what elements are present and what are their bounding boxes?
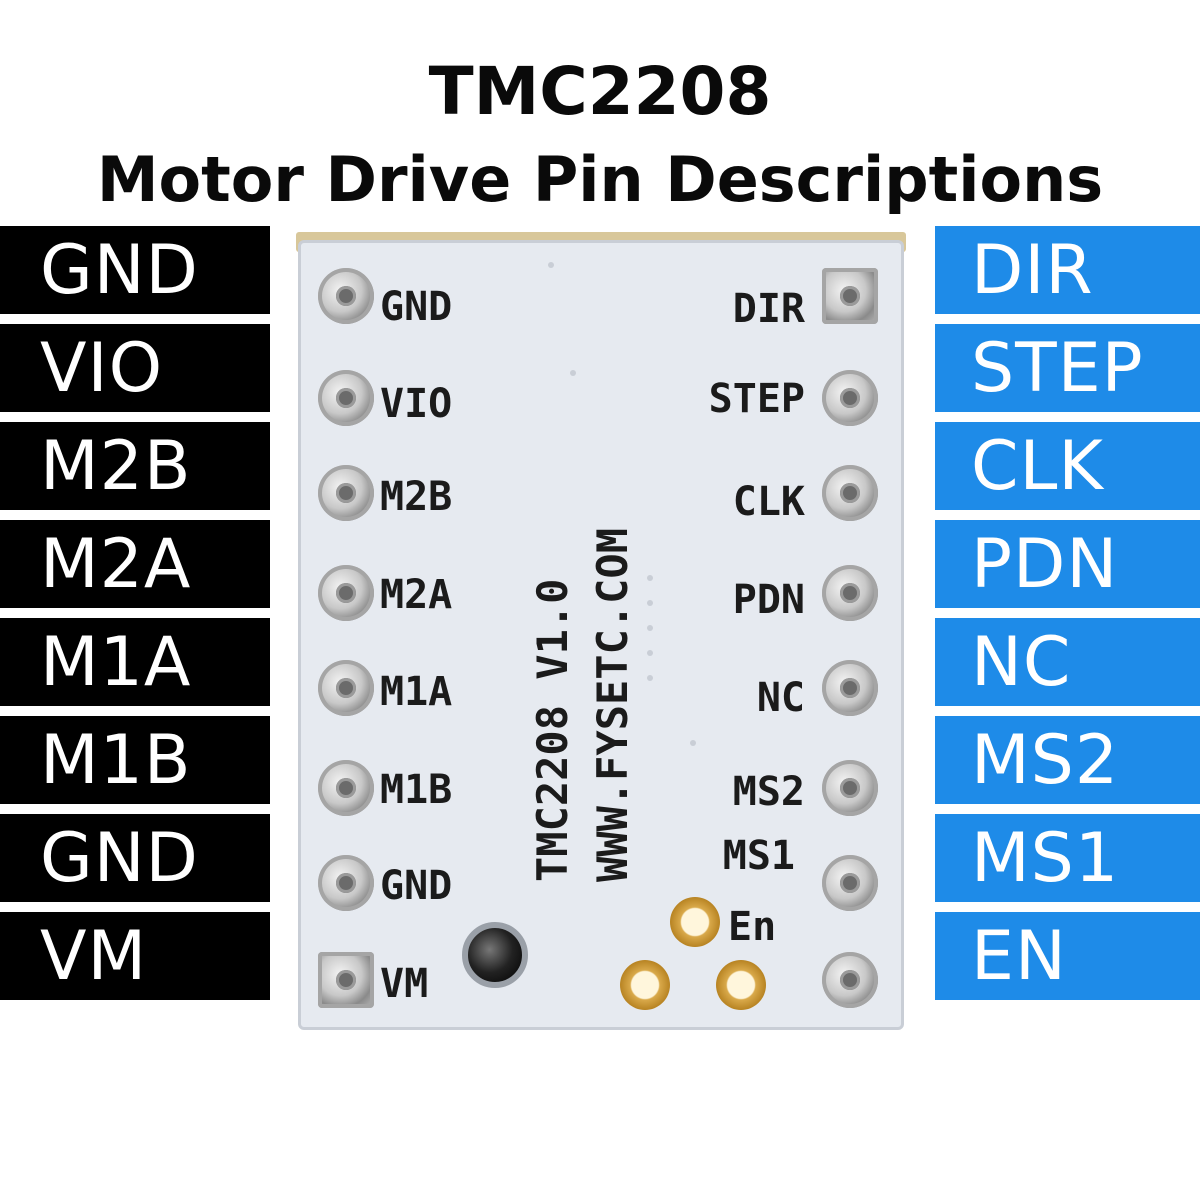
- silk-right: CLK: [732, 479, 805, 525]
- via-dot: [548, 262, 554, 268]
- silk-left: VM: [380, 961, 429, 1007]
- board-url-text: WWW.FYSETC.COM: [588, 527, 637, 882]
- pad-left-4: [318, 565, 374, 621]
- pcb-board: [298, 240, 904, 1030]
- silk-left: M2B: [380, 474, 453, 520]
- board-component: [462, 922, 528, 988]
- jumper-pad: [670, 897, 720, 947]
- left-pin-label: VM: [0, 912, 270, 1000]
- diagram-subtitle: Motor Drive Pin Descriptions: [96, 143, 1104, 216]
- silk-left: GND: [380, 863, 453, 909]
- pad-right-6: [822, 760, 878, 816]
- silk-en: En: [728, 904, 777, 950]
- pad-right-1: [822, 268, 878, 324]
- right-pin-label: MS1: [935, 814, 1200, 902]
- left-pin-label: VIO: [0, 324, 270, 412]
- pad-right-5: [822, 660, 878, 716]
- silk-right: MS2: [732, 769, 805, 815]
- pad-left-2: [318, 370, 374, 426]
- left-pin-label: M1B: [0, 716, 270, 804]
- left-pin-label: M1A: [0, 618, 270, 706]
- pad-left-5: [318, 660, 374, 716]
- silk-right: PDN: [732, 577, 805, 623]
- pad-right-7: [822, 855, 878, 911]
- board-model-text: TMC2208 V1.0: [528, 578, 577, 882]
- diagram-title: TMC2208: [428, 53, 772, 130]
- via-dot: [570, 370, 576, 376]
- pad-right-8: [822, 952, 878, 1008]
- via-dot: [647, 575, 653, 581]
- right-pin-label: CLK: [935, 422, 1200, 510]
- right-pin-label: EN: [935, 912, 1200, 1000]
- pad-left-6: [318, 760, 374, 816]
- left-pin-labels: GND VIO M2B M2A M1A M1B GND VM: [0, 226, 270, 1010]
- right-pin-label: STEP: [935, 324, 1200, 412]
- right-pin-label: DIR: [935, 226, 1200, 314]
- right-pin-labels: DIR STEP CLK PDN NC MS2 MS1 EN: [935, 226, 1200, 1010]
- jumper-pad: [620, 960, 670, 1010]
- right-pin-label: PDN: [935, 520, 1200, 608]
- silk-left: M1A: [380, 669, 453, 715]
- silk-right: STEP: [708, 376, 805, 422]
- via-dot: [690, 740, 696, 746]
- via-dot: [647, 600, 653, 606]
- pad-left-1: [318, 268, 374, 324]
- silk-left: M2A: [380, 572, 453, 618]
- pad-right-2: [822, 370, 878, 426]
- silk-left: VIO: [380, 381, 453, 427]
- pad-left-3: [318, 465, 374, 521]
- silk-left: M1B: [380, 767, 453, 813]
- right-pin-label: NC: [935, 618, 1200, 706]
- pad-right-4: [822, 565, 878, 621]
- via-dot: [647, 625, 653, 631]
- via-dot: [647, 675, 653, 681]
- left-pin-label: GND: [0, 814, 270, 902]
- left-pin-label: M2B: [0, 422, 270, 510]
- via-dot: [647, 650, 653, 656]
- pad-left-8: [318, 952, 374, 1008]
- silk-right: DIR: [732, 286, 805, 332]
- left-pin-label: GND: [0, 226, 270, 314]
- pad-right-3: [822, 465, 878, 521]
- right-pin-label: MS2: [935, 716, 1200, 804]
- silk-right: NC: [756, 675, 805, 721]
- pad-left-7: [318, 855, 374, 911]
- silk-right: MS1: [722, 833, 795, 879]
- left-pin-label: M2A: [0, 520, 270, 608]
- silk-left: GND: [380, 284, 453, 330]
- jumper-pad: [716, 960, 766, 1010]
